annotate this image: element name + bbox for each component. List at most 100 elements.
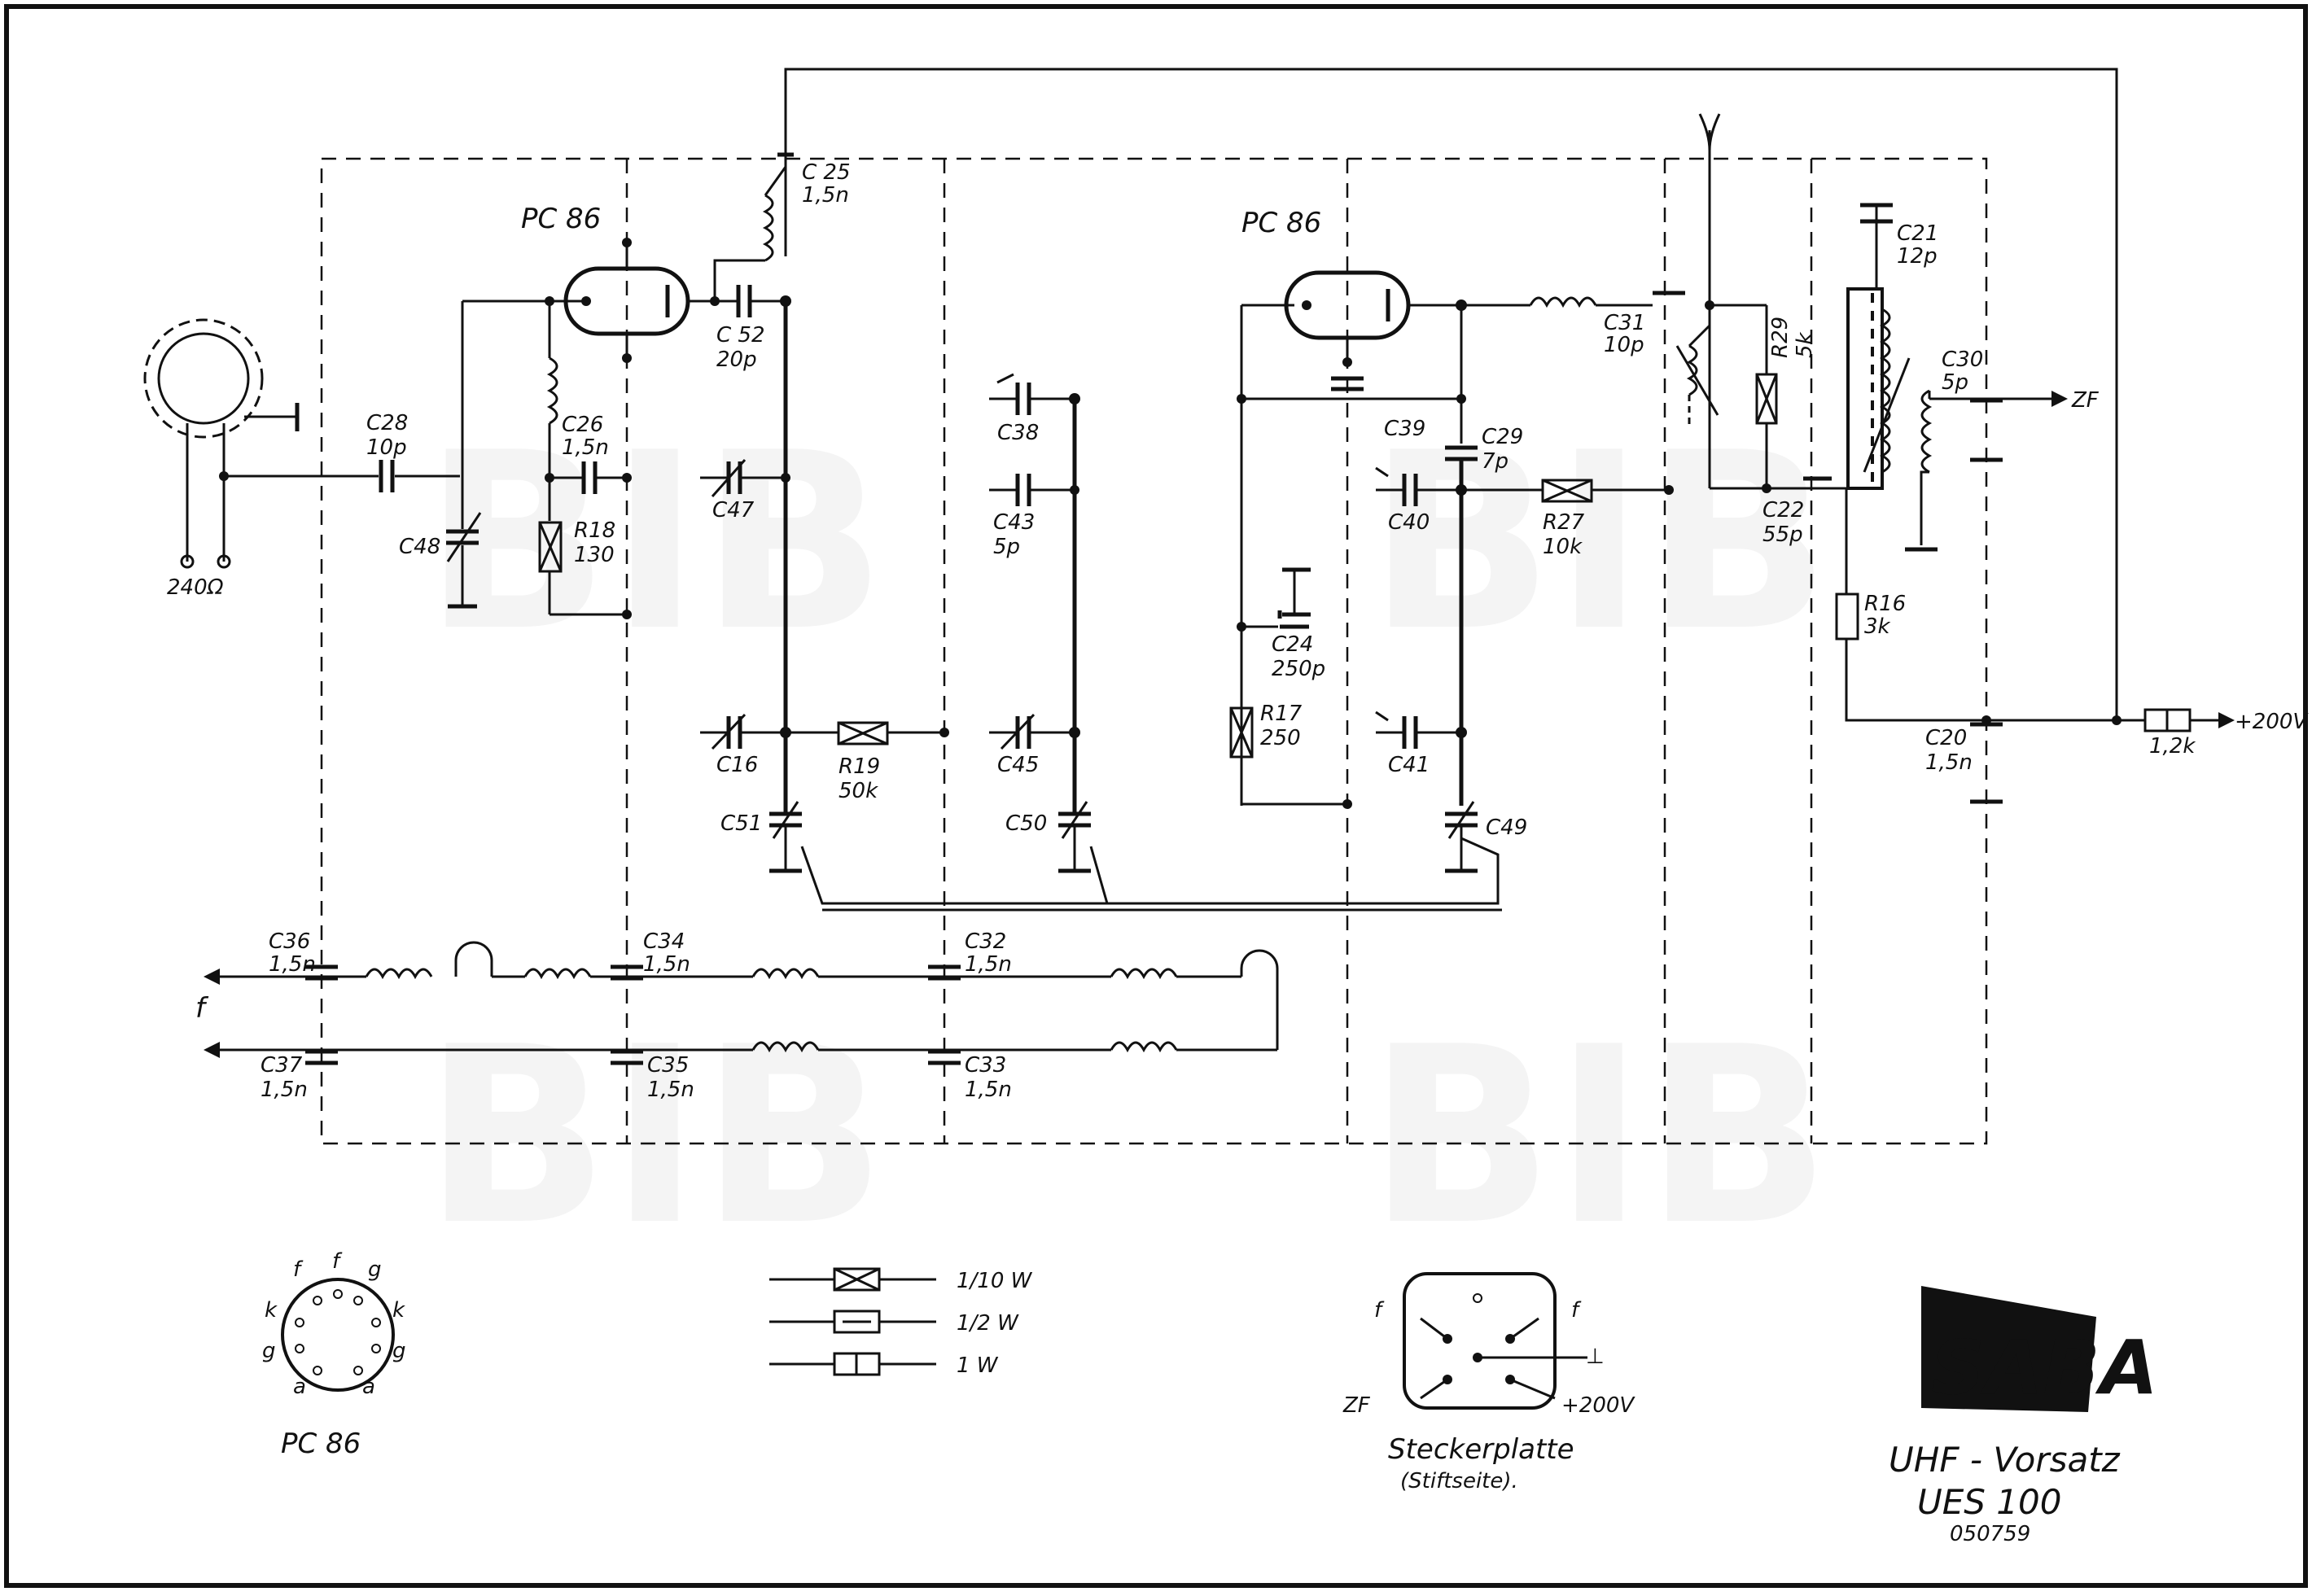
resistor-legend: 1/10 W 1/2 W 1 W <box>769 1267 1033 1378</box>
svg-text:1,5n: 1,5n <box>965 952 1012 977</box>
svg-text:C 52: C 52 <box>716 323 765 348</box>
svg-text:+200V: +200V <box>1561 1393 1635 1418</box>
svg-text:1,5n: 1,5n <box>562 435 609 460</box>
svg-text:R19: R19 <box>839 754 880 779</box>
svg-text:a: a <box>293 1375 306 1399</box>
svg-text:UHF - Vorsatz: UHF - Vorsatz <box>1889 1440 2121 1480</box>
legend-label-3: 1 W <box>957 1353 999 1378</box>
svg-text:C29: C29 <box>1482 425 1523 449</box>
svg-text:C39: C39 <box>1384 417 1425 441</box>
page-border <box>4 4 2308 1588</box>
svg-text:5p: 5p <box>993 535 1020 559</box>
grid-network-right: C24 250p R17 250 <box>1229 305 1461 809</box>
cathode-network-left: C26 1,5n R18 130 <box>538 301 632 619</box>
svg-text:250p: 250p <box>1272 657 1325 681</box>
svg-text:1,5n: 1,5n <box>647 1078 694 1102</box>
svg-text:R27: R27 <box>1543 510 1585 535</box>
compartment5-bus: C31 10p C29 7p C40 C39 R27 10k C41 <box>1375 291 1685 873</box>
svg-text:10p: 10p <box>1604 333 1644 357</box>
svg-text:130: 130 <box>574 543 615 567</box>
svg-text:5p: 5p <box>1942 370 1968 395</box>
svg-text:g: g <box>262 1339 276 1363</box>
svg-text:20p: 20p <box>716 348 757 372</box>
svg-text:C20: C20 <box>1925 726 1967 750</box>
svg-text:C 25: C 25 <box>802 160 851 185</box>
tube-right: PC 86 <box>1241 207 1411 367</box>
svg-text:1,5n: 1,5n <box>965 1078 1012 1102</box>
svg-text:C32: C32 <box>965 929 1006 954</box>
svg-text:C21: C21 <box>1897 221 1938 246</box>
svg-text:1,5n: 1,5n <box>643 952 690 977</box>
svg-text:55p: 55p <box>1762 523 1803 547</box>
svg-text:k: k <box>265 1298 278 1323</box>
svg-text:C30: C30 <box>1942 348 1983 372</box>
compartment2-bus: C47 C16 R19 50k C51 <box>700 301 949 873</box>
svg-text:050759: 050759 <box>1950 1522 2030 1546</box>
saba-logo: SABA <box>1921 1286 2158 1412</box>
svg-text:g: g <box>368 1257 382 1282</box>
svg-text:C33: C33 <box>965 1053 1006 1078</box>
filament-lines: f C36 1,5n C34 1,5n C32 1,5n C37 1,5n C3… <box>195 929 1279 1102</box>
connector-plate: f f ZF +200V ⊥ Steckerplatte (Stiftseite… <box>1342 1272 1635 1493</box>
svg-text:f: f <box>1374 1298 1385 1323</box>
legend-label-1: 1/10 W <box>957 1269 1033 1293</box>
shield-compartments <box>320 157 1988 1145</box>
svg-text:250: 250 <box>1260 726 1301 750</box>
svg-text:C16: C16 <box>716 753 758 777</box>
c52-c25: C 25 1,5n C 52 20p <box>688 152 851 372</box>
svg-text:1,5n: 1,5n <box>802 183 849 208</box>
svg-text:SABA: SABA <box>1931 1324 2158 1411</box>
svg-text:BIB: BIB <box>1368 400 1831 684</box>
svg-text:C22: C22 <box>1762 498 1804 523</box>
svg-text:BIB: BIB <box>423 995 887 1279</box>
antenna-input: 240Ω <box>143 318 300 600</box>
tube-left-label: PC 86 <box>521 203 601 235</box>
svg-text:R16: R16 <box>1864 592 1906 616</box>
oscillator-coupling: R29 5k <box>1675 113 1817 493</box>
tuning-link <box>800 837 1500 905</box>
pc86-pinout: f f g k k g g a a PC 86 <box>262 1249 406 1460</box>
if-output: C22 55p C21 12p ZF C30 5p R16 3k C20 1,5… <box>1762 203 2309 804</box>
svg-text:UES 100: UES 100 <box>1917 1482 2061 1522</box>
svg-text:k: k <box>392 1298 405 1323</box>
connector-subtitle: (Stiftseite). <box>1400 1469 1518 1493</box>
svg-text:1,2k: 1,2k <box>2149 734 2196 759</box>
svg-text:f: f <box>332 1249 343 1274</box>
svg-text:50k: 50k <box>839 779 878 803</box>
svg-text:C35: C35 <box>647 1053 689 1078</box>
product-title: UHF - Vorsatz UES 100 050759 <box>1889 1440 2121 1546</box>
pinout-title: PC 86 <box>281 1428 361 1460</box>
svg-text:f: f <box>293 1257 304 1282</box>
svg-text:1,5n: 1,5n <box>269 952 316 977</box>
c48: C48 <box>399 301 482 609</box>
svg-text:C49: C49 <box>1486 815 1527 840</box>
svg-text:C37: C37 <box>261 1053 303 1078</box>
svg-text:C36: C36 <box>269 929 310 954</box>
svg-text:f: f <box>1571 1298 1582 1323</box>
legend-label-2: 1/2 W <box>957 1311 1019 1336</box>
svg-text:C51: C51 <box>720 811 762 836</box>
svg-text:C43: C43 <box>993 510 1035 535</box>
svg-text:12p: 12p <box>1897 244 1938 269</box>
svg-text:BIB: BIB <box>1368 995 1831 1279</box>
svg-text:C28: C28 <box>366 411 408 435</box>
svg-text:R29: R29 <box>1768 317 1793 358</box>
svg-text:C45: C45 <box>997 753 1039 777</box>
if-out-label: ZF <box>2071 388 2100 413</box>
svg-text:R17: R17 <box>1260 702 1303 726</box>
svg-text:C41: C41 <box>1388 753 1430 777</box>
svg-text:C50: C50 <box>1005 811 1047 836</box>
tuning-link-3 <box>1089 846 1109 904</box>
compartment3-bus: C38 C43 5p C45 C50 <box>989 373 1091 873</box>
svg-text:a: a <box>362 1375 375 1399</box>
tube-right-label: PC 86 <box>1241 207 1321 239</box>
top-supply-line <box>784 68 2118 720</box>
c28: C28 10p <box>219 411 460 492</box>
svg-text:⊥: ⊥ <box>1586 1345 1605 1369</box>
svg-text:C48: C48 <box>399 535 440 559</box>
svg-text:C31: C31 <box>1604 311 1645 335</box>
svg-text:C24: C24 <box>1272 632 1313 657</box>
watermark: BIB BIB BIB BIB <box>423 400 1831 1279</box>
